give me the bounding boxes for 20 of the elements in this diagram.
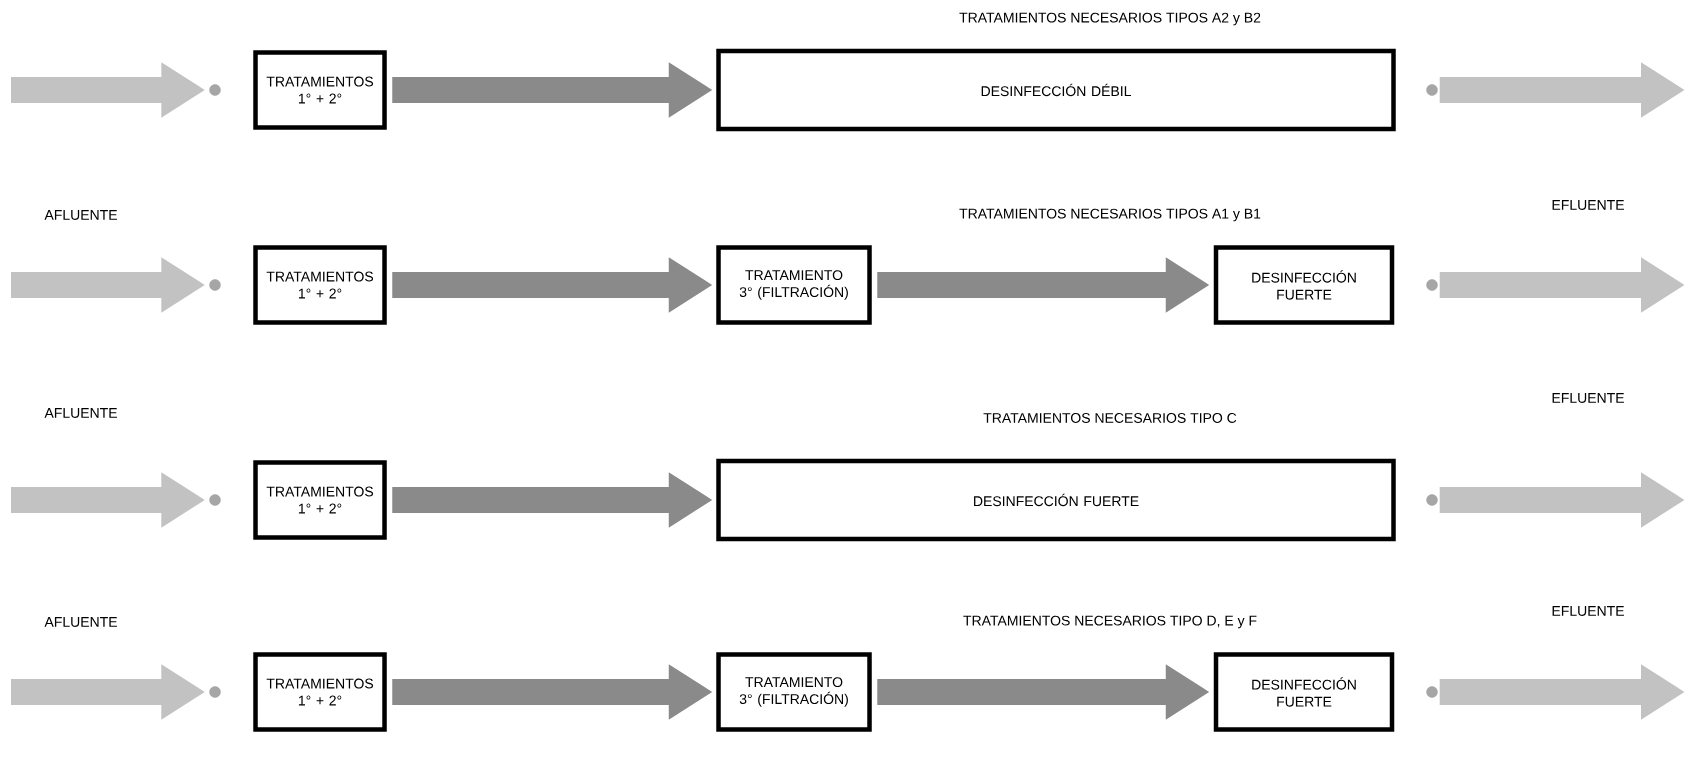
- process-box: DESINFECCIÓN FUERTE: [1213, 652, 1395, 732]
- label: EFLUENTE: [1552, 393, 1624, 403]
- label: EFLUENTE: [1552, 200, 1624, 210]
- process-box: DESINFECCIÓN FUERTE: [716, 458, 1396, 542]
- label: TRATAMIENTOS NECESARIOS TIPOS A1 y B1: [959, 208, 1261, 222]
- process-box: TRATAMIENTO 3° (FILTRACIÓN): [716, 245, 872, 325]
- process-box: TRATAMIENTOS 1° + 2°: [253, 245, 387, 325]
- process-box: TRATAMIENTOS 1° + 2°: [253, 50, 387, 130]
- label: AFLUENTE: [44, 210, 117, 220]
- label: TRATAMIENTOS NECESARIOS TIPOS A2 y B2: [959, 12, 1261, 26]
- label: EFLUENTE: [1552, 606, 1624, 616]
- process-box: TRATAMIENTOS 1° + 2°: [253, 460, 387, 540]
- label: TRATAMIENTOS NECESARIOS TIPO C: [983, 413, 1237, 423]
- label: TRATAMIENTOS NECESARIOS TIPO D, E y F: [963, 615, 1257, 629]
- process-box: TRATAMIENTOS 1° + 2°: [253, 652, 387, 732]
- label: AFLUENTE: [44, 617, 117, 627]
- process-box: TRATAMIENTO 3° (FILTRACIÓN): [716, 652, 872, 732]
- process-box: DESINFECCIÓN FUERTE: [1213, 245, 1395, 325]
- process-box: DESINFECCIÓN DÉBIL: [716, 48, 1396, 132]
- label: AFLUENTE: [44, 408, 117, 418]
